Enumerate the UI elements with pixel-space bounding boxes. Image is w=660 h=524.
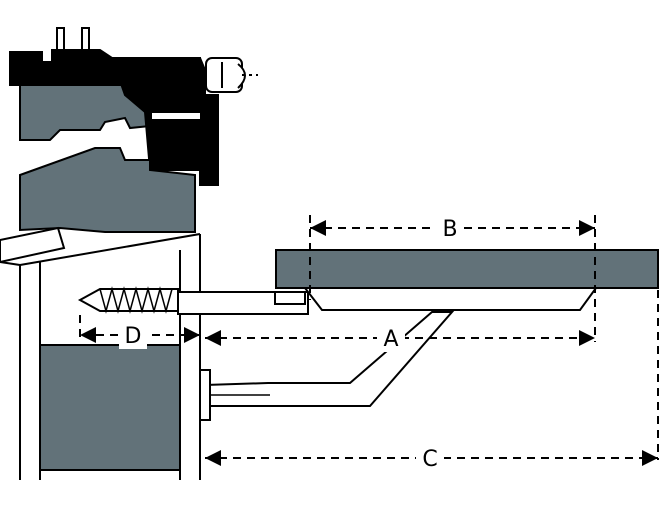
dim-d-arrow-right — [184, 327, 200, 343]
upper-hinge-assembly — [9, 27, 246, 233]
hinge-arm — [204, 311, 455, 407]
right-dark-block — [110, 57, 219, 186]
dim-c-arrow-left — [205, 450, 221, 466]
wood-screw — [77, 286, 179, 314]
door-plate — [275, 249, 659, 289]
dim-a-arrow-right — [579, 330, 595, 346]
dimension-label-d: D — [125, 324, 142, 349]
dim-b-arrow-right — [579, 220, 595, 236]
cap-screw — [205, 57, 243, 93]
arm-mount-plate — [199, 369, 211, 421]
dim-a-arrow-left — [205, 330, 221, 346]
dimension-label-a: A — [383, 327, 398, 352]
hinge-cup-flange — [302, 287, 598, 311]
dim-b-arrow-left — [310, 220, 326, 236]
slide-bar-inner — [274, 291, 306, 305]
lower-mounting-block — [39, 344, 181, 471]
dimension-label-c: C — [422, 447, 437, 472]
slanted-plate — [0, 226, 66, 264]
dimension-arrows — [80, 220, 658, 466]
dimension-label-b: B — [442, 217, 457, 242]
dim-c-arrow-right — [642, 450, 658, 466]
dim-d-arrow-left — [80, 327, 96, 343]
label-backgrounds — [119, 214, 464, 472]
dark-block-slot — [152, 113, 200, 119]
